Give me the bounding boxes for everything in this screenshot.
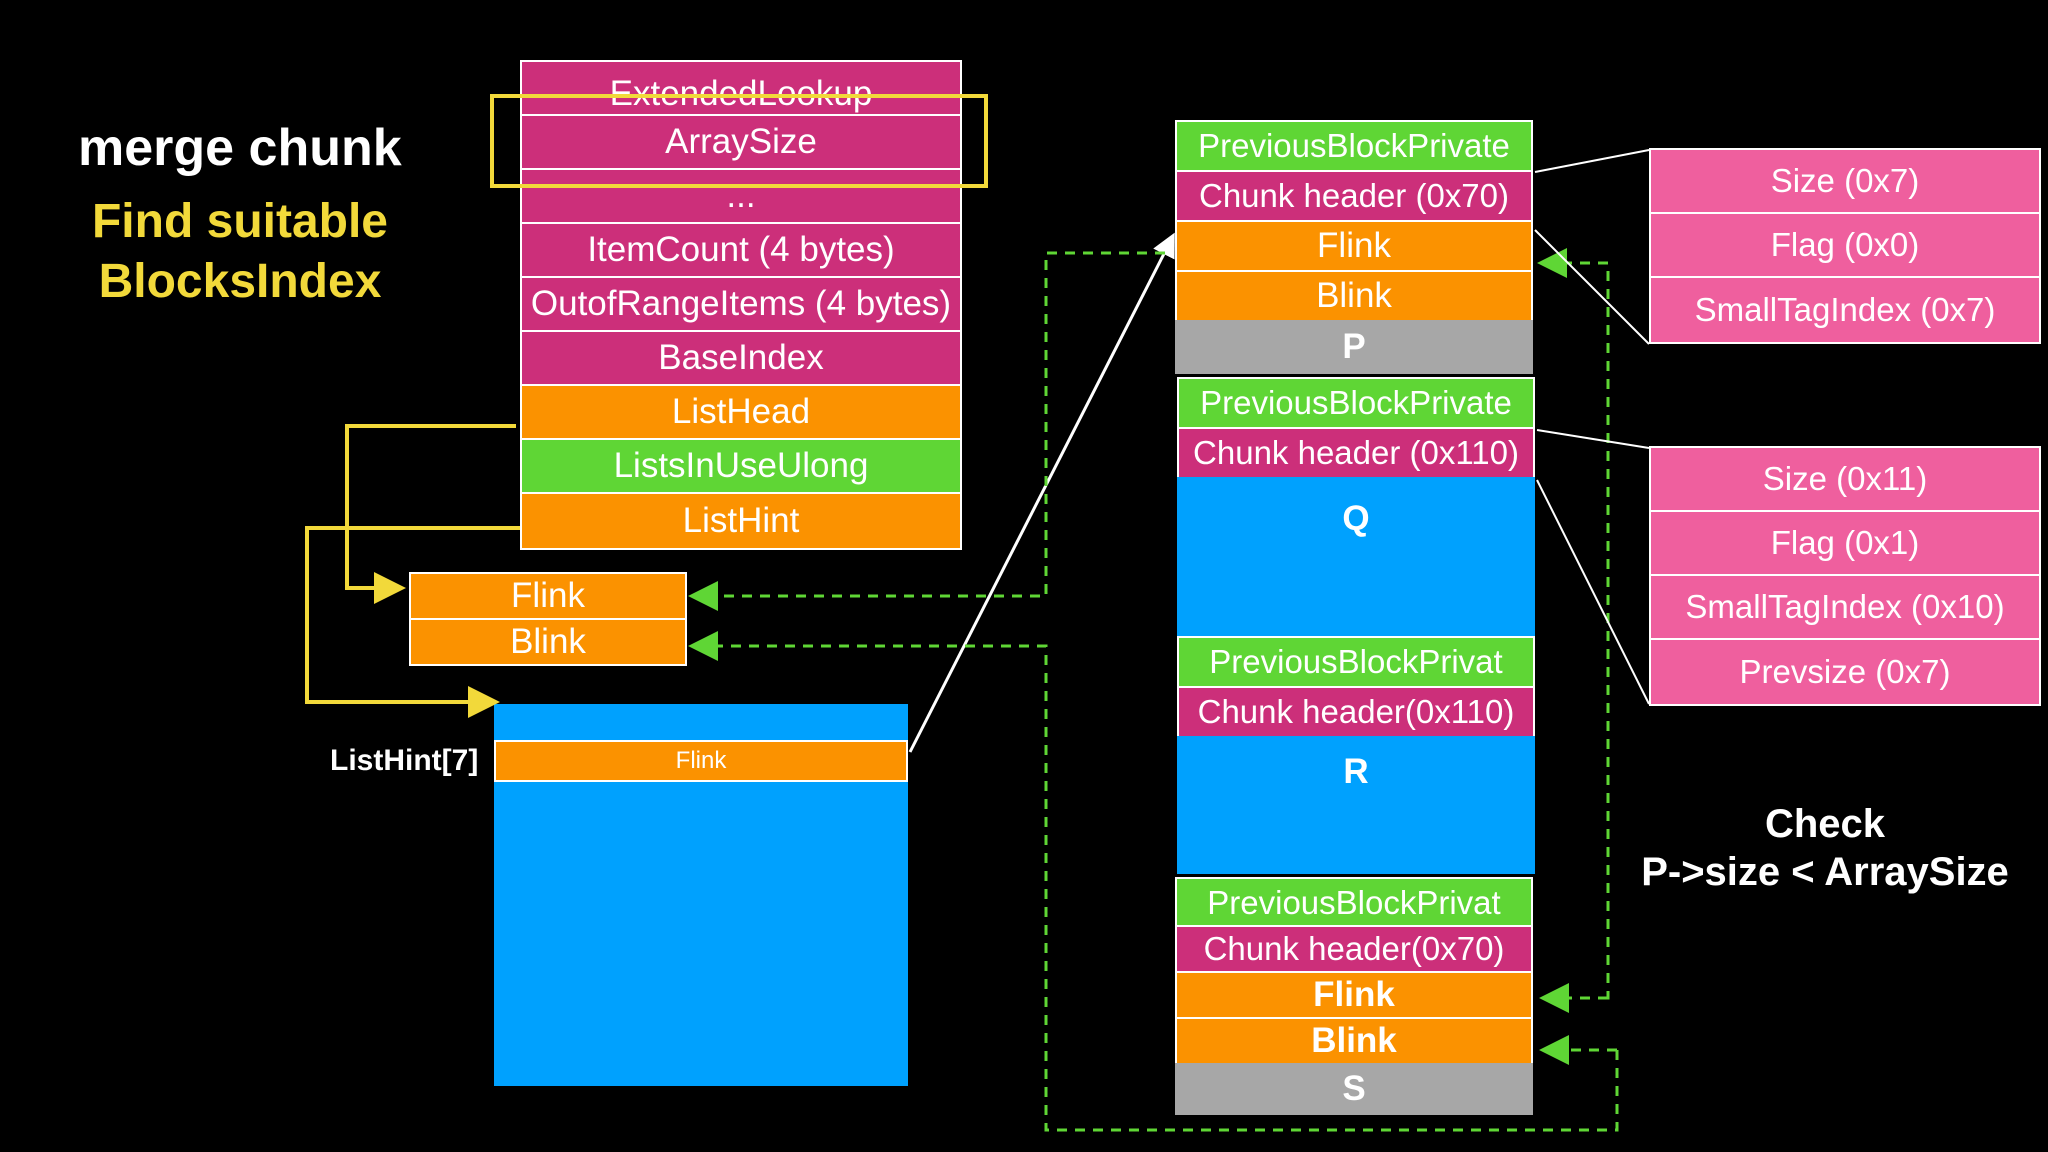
chunk-r-header: Chunk header(0x110)	[1177, 686, 1535, 738]
chunk-r-body: R	[1177, 736, 1535, 874]
chunk-s-prev: PreviousBlockPrivat	[1175, 877, 1533, 929]
row-baseindex: BaseIndex	[520, 330, 962, 386]
p-detail-size: Size (0x7)	[1649, 148, 2041, 214]
row-listhint: ListHint	[520, 492, 962, 550]
check-line-2: P->size < ArraySize	[1641, 850, 2009, 894]
chunk-p-blink: Blink	[1175, 270, 1533, 322]
subtitle-find-blocksindex: Find suitable BlocksIndex	[70, 192, 410, 312]
title-merge-chunk: merge chunk	[78, 119, 402, 177]
row-extendedlookup: ExtendedLookup	[520, 60, 962, 116]
chunk-p-header: Chunk header (0x70)	[1175, 170, 1533, 222]
chunk-p-prev: PreviousBlockPrivate	[1175, 120, 1533, 172]
callout-q-header-bottom	[1536, 479, 1650, 705]
subtitle-line-1: Find suitable	[91, 195, 388, 248]
callout-p-header-bottom	[1534, 229, 1650, 345]
listhint-7-flink: Flink	[494, 740, 908, 782]
subtitle-line-2: BlocksIndex	[98, 255, 382, 308]
row-listhead: ListHead	[520, 384, 962, 440]
chunk-p-flink: Flink	[1175, 220, 1533, 272]
q-detail-prevsize: Prevsize (0x7)	[1649, 638, 2041, 706]
chunk-s-header: Chunk header(0x70)	[1175, 925, 1533, 973]
listhead-blink: Blink	[409, 618, 687, 666]
arrow-s-flink-to-p-blink	[1537, 248, 1610, 1000]
q-detail-smalltagindex: SmallTagIndex (0x10)	[1649, 574, 2041, 640]
p-detail-smalltagindex: SmallTagIndex (0x7)	[1649, 276, 2041, 344]
chunk-s-flink: Flink	[1175, 971, 1533, 1019]
chunk-r-prev: PreviousBlockPrivat	[1177, 636, 1535, 688]
listhint-7-label: ListHint[7]	[330, 744, 479, 777]
row-outofrangeitems: OutofRangeItems (4 bytes)	[520, 276, 962, 332]
row-arraysize: ArraySize	[520, 114, 962, 170]
p-detail-flag: Flag (0x0)	[1649, 212, 2041, 278]
chunk-q-prev: PreviousBlockPrivate	[1177, 377, 1535, 429]
chunk-p-body: P	[1175, 320, 1533, 374]
chunk-q-body: Q	[1177, 477, 1535, 637]
row-listsinuseulong: ListsInUseUlong	[520, 438, 962, 494]
row-ellipsis: ...	[520, 168, 962, 224]
q-detail-flag: Flag (0x1)	[1649, 510, 2041, 576]
chunk-q-header: Chunk header (0x110)	[1177, 427, 1535, 479]
chunk-s-blink: Blink	[1175, 1017, 1533, 1065]
callout-q-header-top	[1536, 429, 1650, 449]
q-detail-size: Size (0x11)	[1649, 446, 2041, 512]
chunk-s-body: S	[1175, 1063, 1533, 1115]
listhead-flink: Flink	[409, 572, 687, 620]
check-condition: Check P->size < ArraySize	[1630, 800, 2020, 896]
check-line-1: Check	[1764, 802, 1886, 846]
row-itemcount: ItemCount (4 bytes)	[520, 222, 962, 278]
arrow-listhead-to-entry	[345, 424, 516, 604]
callout-p-header-top	[1534, 149, 1650, 173]
